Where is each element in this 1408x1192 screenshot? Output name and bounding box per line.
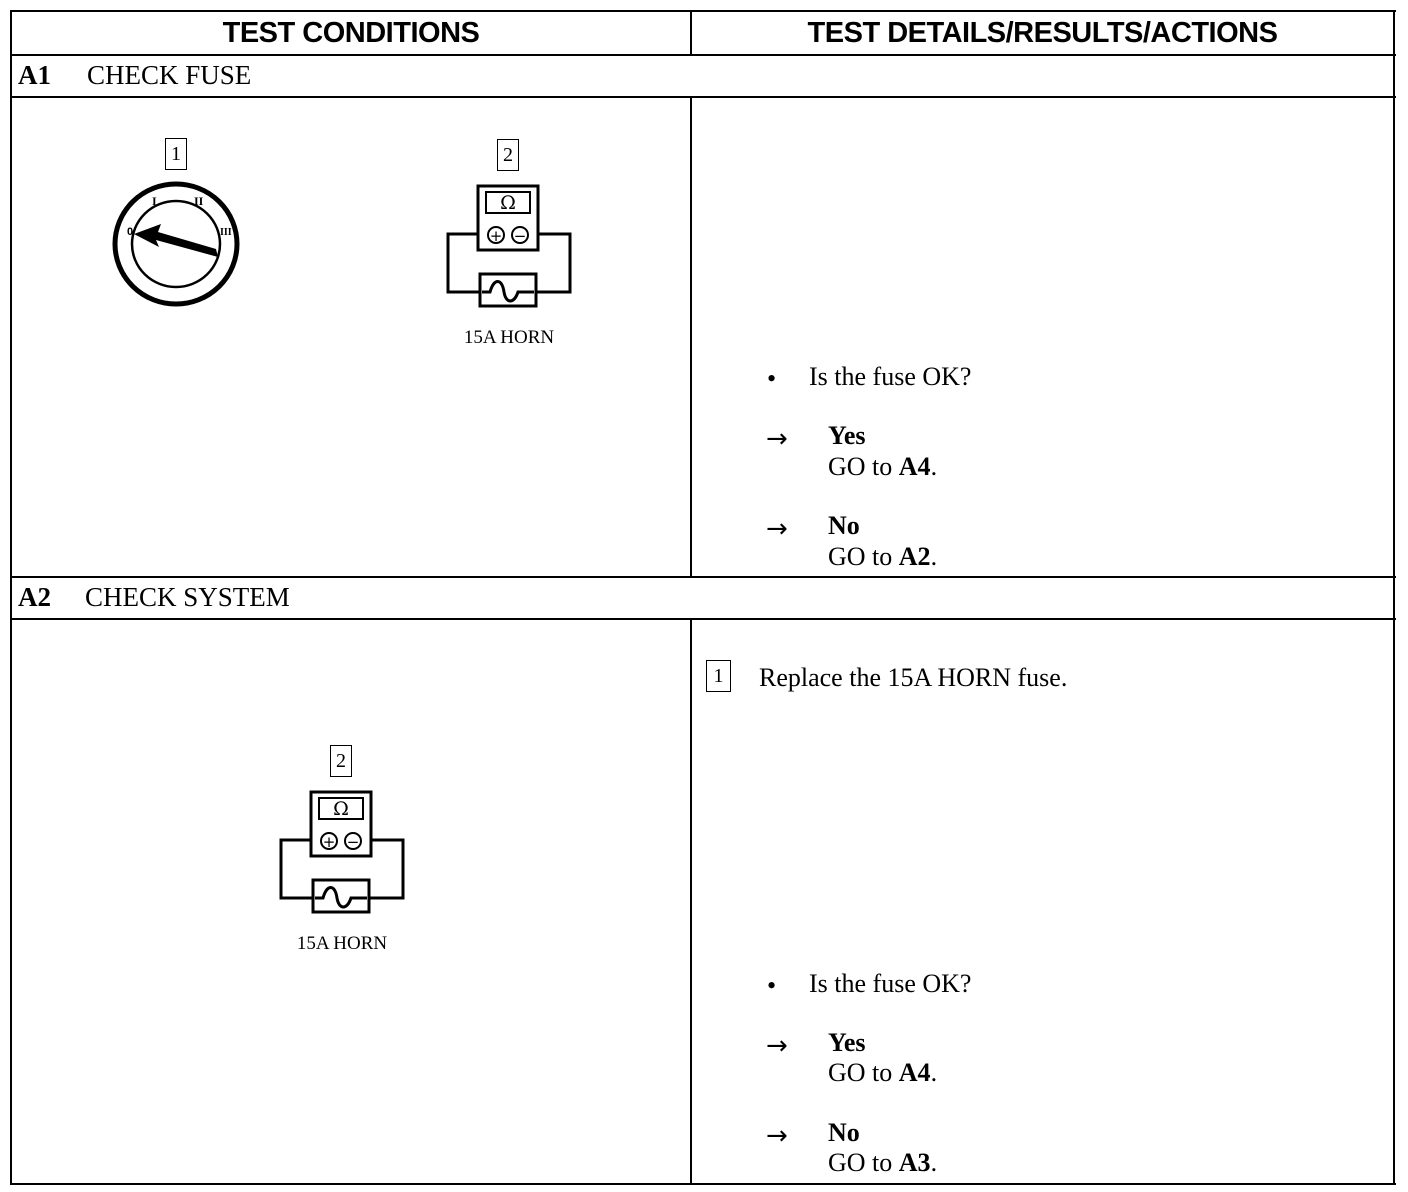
ignition-mark-2: II <box>194 194 204 208</box>
ignition-switch-icon: 0 I II III <box>112 181 240 307</box>
section-a2-id: A2 <box>18 582 51 612</box>
a2-yes-go: GO to <box>828 1058 893 1087</box>
a1-no-target: A2 <box>898 542 931 571</box>
a1-yes-target: A4 <box>898 452 931 481</box>
a2-question: Is the fuse OK? <box>809 969 972 998</box>
section-a1-title: CHECK FUSE <box>87 60 252 90</box>
ohm-symbol: Ω <box>333 798 349 820</box>
header-test-details: TEST DETAILS/RESULTS/ACTIONS <box>807 16 1278 49</box>
minus-terminal: − <box>514 227 527 245</box>
a2-no-go: GO to <box>828 1148 893 1177</box>
a2-step-1-box: 1 <box>706 660 731 692</box>
plus-terminal: + <box>323 833 336 851</box>
table-border-right <box>1393 10 1395 1185</box>
a1-yes-label: Yes <box>828 421 866 450</box>
a2-yes-target: A4 <box>898 1058 931 1087</box>
ohmmeter-fuse-icon: Ω + − <box>279 790 405 914</box>
a2-fuse-caption: 15A HORN <box>296 933 388 954</box>
a2-no-label: No <box>828 1118 860 1147</box>
a1-step-1-box: 1 <box>165 138 187 170</box>
section-a1-id: A1 <box>18 60 51 90</box>
a2-no-target: A3 <box>898 1148 931 1177</box>
a1-step-2-box: 2 <box>497 139 519 171</box>
table-border-left <box>10 10 12 1185</box>
minus-terminal: − <box>347 833 360 851</box>
column-divider-a2 <box>690 618 692 1185</box>
ohm-symbol: Ω <box>500 192 516 214</box>
a1-no-label: No <box>828 511 860 540</box>
ignition-mark-1: I <box>152 194 157 208</box>
header-test-conditions: TEST CONDITIONS <box>222 16 480 49</box>
a1-no-period: . <box>930 542 938 571</box>
a1-yes-period: . <box>930 452 938 481</box>
table-border-top <box>10 10 1396 12</box>
a2-no-action: GO to A3. <box>828 1148 937 1178</box>
a2-instruction: Replace the 15A HORN fuse. <box>759 663 1068 692</box>
a2-yes-label: Yes <box>828 1028 866 1057</box>
table-border-bottom <box>10 1183 1396 1185</box>
ohmmeter-fuse-icon: Ω + − <box>446 184 572 308</box>
a2-no-arrow: → <box>766 1121 788 1151</box>
a1-no-go: GO to <box>828 542 893 571</box>
a2-bullet: • <box>767 971 777 1000</box>
a2-yes-arrow: → <box>766 1031 788 1061</box>
a1-bullet: • <box>767 364 777 393</box>
a1-yes-go: GO to <box>828 452 893 481</box>
a1-no-action: GO to A2. <box>828 542 937 572</box>
a2-section-divider <box>10 576 1396 578</box>
a1-question: Is the fuse OK? <box>809 362 972 391</box>
a2-no-period: . <box>930 1148 938 1177</box>
a2-title-divider <box>10 618 1396 620</box>
column-divider-a1 <box>690 96 692 578</box>
plus-terminal: + <box>490 227 503 245</box>
a1-yes-arrow: → <box>766 424 788 454</box>
a2-yes-action: GO to A4. <box>828 1058 937 1088</box>
section-a2-title: CHECK SYSTEM <box>85 582 290 612</box>
a2-step-2-box: 2 <box>330 745 352 777</box>
ignition-mark-0: 0 <box>127 226 133 238</box>
a1-no-arrow: → <box>766 514 788 544</box>
a2-yes-period: . <box>930 1058 938 1087</box>
column-divider-header <box>690 10 692 56</box>
a1-fuse-caption: 15A HORN <box>463 327 555 348</box>
a1-title-divider <box>10 96 1396 98</box>
a1-yes-action: GO to A4. <box>828 452 937 482</box>
header-divider <box>10 54 1396 56</box>
ignition-mark-3: III <box>220 227 232 238</box>
